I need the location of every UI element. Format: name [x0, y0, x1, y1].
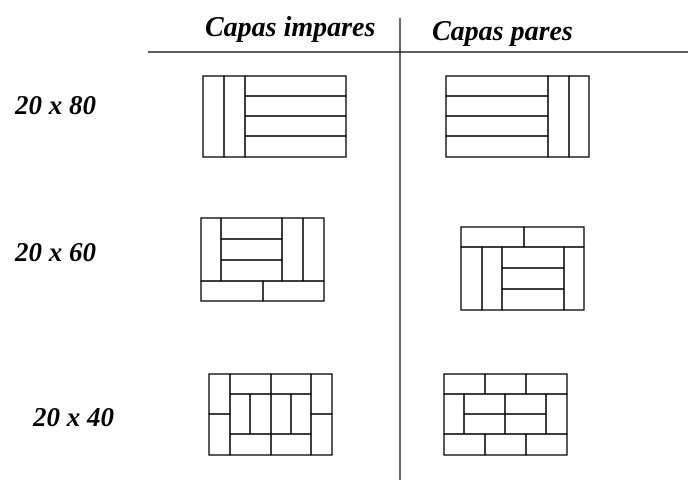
brick	[302, 217, 325, 282]
brick	[310, 373, 333, 415]
brick	[547, 75, 570, 158]
brick	[443, 433, 486, 456]
brick	[443, 373, 486, 395]
brick	[445, 135, 549, 158]
pattern-20x60-even	[460, 226, 585, 311]
brick	[568, 75, 590, 158]
brick	[208, 413, 231, 456]
brick	[244, 75, 347, 97]
brick	[460, 246, 483, 311]
header-even-layers: Capas pares	[432, 16, 573, 47]
brick	[229, 433, 272, 456]
row-label-20x80: 20 x 80	[15, 90, 96, 120]
brick	[220, 259, 283, 282]
brick	[244, 135, 347, 158]
brick	[281, 217, 304, 282]
brick	[484, 433, 527, 456]
pattern-20x60-odd	[200, 217, 325, 302]
brick	[270, 433, 312, 456]
row-label-20x40: 20 x 40	[33, 402, 114, 432]
brick	[443, 393, 465, 435]
brick	[463, 393, 506, 415]
brick	[545, 393, 568, 435]
brick	[523, 226, 585, 248]
brick	[563, 246, 585, 311]
brick	[463, 413, 506, 435]
header-odd-layers: Capas impares	[205, 12, 376, 43]
brick	[262, 280, 325, 302]
brick	[504, 413, 547, 435]
brick	[244, 115, 347, 137]
brick	[249, 393, 272, 435]
brick	[208, 373, 231, 415]
pattern-20x40-even	[443, 373, 568, 456]
brick	[445, 95, 549, 117]
brick	[501, 246, 565, 269]
brick	[220, 238, 283, 261]
brick	[229, 373, 272, 395]
brick	[484, 373, 527, 395]
brick	[270, 393, 292, 435]
pattern-20x40-odd	[208, 373, 333, 456]
pattern-20x80-odd	[202, 75, 347, 158]
pattern-20x80-even	[445, 75, 590, 158]
brick	[501, 288, 565, 311]
brick	[220, 217, 283, 240]
brick	[223, 75, 246, 158]
row-label-20x60: 20 x 60	[15, 237, 96, 267]
brick	[270, 373, 312, 395]
brick	[501, 267, 565, 290]
brick	[244, 95, 347, 117]
brick	[202, 75, 225, 158]
brick	[290, 393, 312, 435]
brick	[460, 226, 525, 248]
brick	[445, 115, 549, 137]
brick	[200, 217, 222, 282]
brick	[229, 393, 251, 435]
brick	[525, 373, 568, 395]
brick	[525, 433, 568, 456]
brick	[310, 413, 333, 456]
brick	[200, 280, 264, 302]
brick	[445, 75, 549, 97]
brick	[481, 246, 503, 311]
brick	[504, 393, 547, 415]
